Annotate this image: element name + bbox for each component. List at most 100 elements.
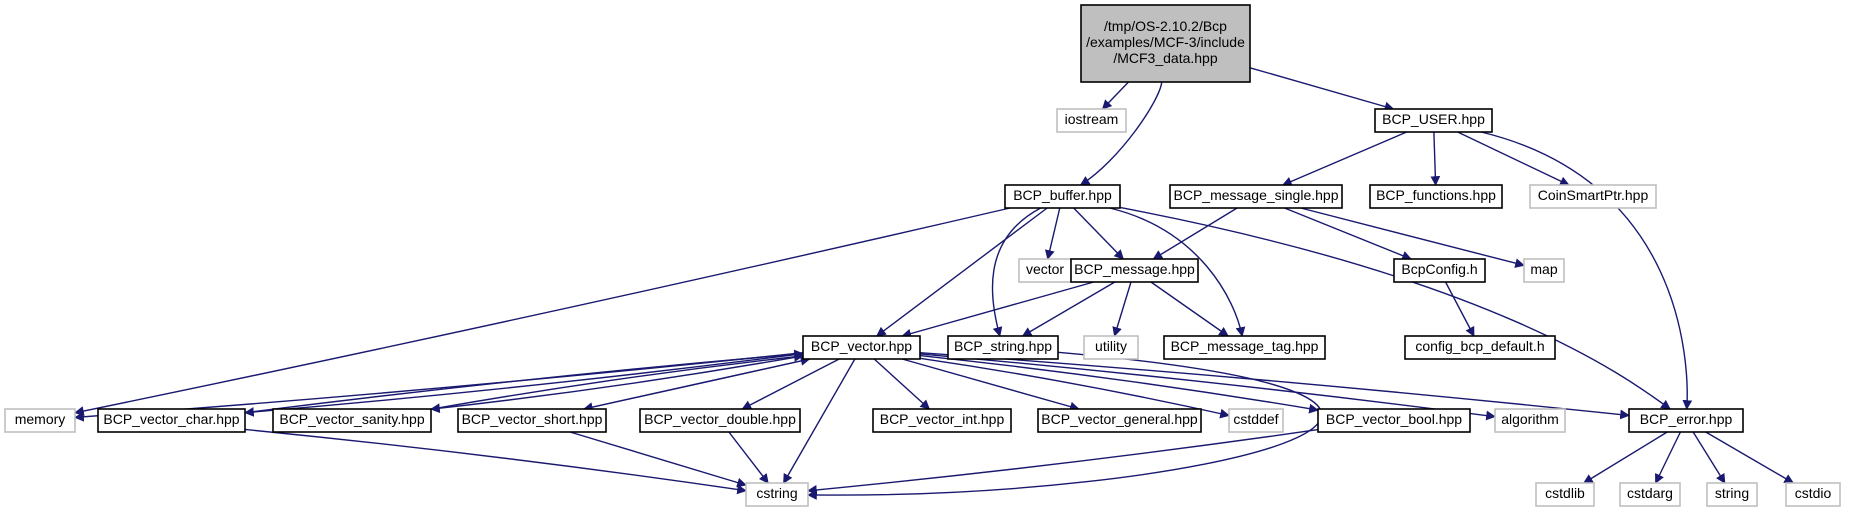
node-bcpconfig[interactable]: BcpConfig.h	[1393, 258, 1486, 283]
node-box-iostream	[1056, 108, 1127, 133]
edge-vector-to-v_sanity	[430, 355, 804, 414]
node-vector[interactable]: BCP_vector.hpp	[802, 335, 921, 360]
edge-vector-to-algorithm	[919, 353, 1496, 421]
edge-vector-to-cstddef	[919, 357, 1230, 419]
node-message[interactable]: BCP_message.hpp	[1070, 258, 1199, 283]
edge-buffer-to-message	[1073, 207, 1124, 260]
node-label-v_double: BCP_vector_double.hpp	[644, 411, 796, 427]
node-box-map	[1523, 258, 1565, 283]
node-map[interactable]: map	[1523, 258, 1565, 283]
edge-error-to-cstdio	[1705, 431, 1795, 484]
node-config_def[interactable]: config_bcp_default.h	[1404, 335, 1556, 360]
edge-root-to-iostream	[1101, 81, 1130, 110]
node-box-cstddef	[1228, 408, 1284, 433]
node-label-message: BCP_message.hpp	[1074, 261, 1195, 277]
node-v_double[interactable]: BCP_vector_double.hpp	[639, 408, 801, 433]
nodes-layer: /tmp/OS-2.10.2/Bcp/examples/MCF-3/includ…	[4, 4, 1841, 507]
node-v_sanity[interactable]: BCP_vector_sanity.hpp	[272, 408, 432, 433]
node-label-user: BCP_USER.hpp	[1382, 111, 1485, 127]
node-box-algorithm	[1494, 408, 1566, 433]
node-msg_tag[interactable]: BCP_message_tag.hpp	[1163, 335, 1326, 360]
node-box-coinsmart	[1529, 184, 1657, 209]
edge-v_sanity-to-vector	[430, 351, 804, 410]
node-label-v_int: BCP_vector_int.hpp	[880, 411, 1005, 427]
edge-vector-to-v_char	[244, 352, 804, 417]
node-box-v_short	[457, 408, 607, 433]
node-cstdlib[interactable]: cstdlib	[1535, 482, 1595, 507]
node-label-cstring: cstring	[756, 485, 797, 501]
node-v_bool[interactable]: BCP_vector_bool.hpp	[1317, 408, 1471, 433]
node-iostream[interactable]: iostream	[1056, 108, 1127, 133]
node-label-memory: memory	[15, 411, 66, 427]
node-box-v_char	[97, 408, 246, 433]
node-cstdarg[interactable]: cstdarg	[1619, 482, 1681, 507]
node-label-v_char: BCP_vector_char.hpp	[103, 411, 239, 427]
node-vector_sys[interactable]: vector	[1018, 258, 1072, 283]
node-v_int[interactable]: BCP_vector_int.hpp	[872, 408, 1012, 433]
edge-vector-to-v_int	[873, 358, 931, 410]
edge-user-to-msg_single	[1281, 131, 1407, 187]
node-label-vector: BCP_vector.hpp	[811, 338, 912, 354]
node-label-algorithm: algorithm	[1501, 411, 1559, 427]
edge-error-to-string_sys	[1692, 431, 1726, 484]
node-utility[interactable]: utility	[1083, 335, 1139, 360]
node-label-v_general: BCP_vector_general.hpp	[1041, 411, 1198, 427]
node-label-utility: utility	[1095, 338, 1127, 354]
edge-msg_single-to-map	[1300, 207, 1525, 268]
node-v_general[interactable]: BCP_vector_general.hpp	[1037, 408, 1202, 433]
node-box-vector	[802, 335, 921, 360]
node-cstddef[interactable]: cstddef	[1228, 408, 1284, 433]
node-box-bcpconfig	[1393, 258, 1486, 283]
edge-buffer-to-string_h	[991, 207, 1042, 337]
node-v_char[interactable]: BCP_vector_char.hpp	[97, 408, 246, 433]
edge-v_short-to-cstring	[569, 431, 747, 488]
node-box-cstdarg	[1619, 482, 1681, 507]
edge-user-to-functions	[1430, 131, 1441, 186]
node-label-root-line-2: /MCF3_data.hpp	[1113, 50, 1217, 66]
edge-message-to-vector	[901, 281, 1094, 339]
node-functions[interactable]: BCP_functions.hpp	[1369, 184, 1503, 209]
edge-bcpconfig-to-config_def	[1444, 281, 1475, 337]
node-box-root	[1080, 4, 1251, 83]
node-box-v_double	[639, 408, 801, 433]
edge-message-to-msg_tag	[1150, 281, 1229, 337]
node-box-functions	[1369, 184, 1503, 209]
node-label-cstdarg: cstdarg	[1627, 485, 1673, 501]
node-cstring[interactable]: cstring	[745, 482, 809, 507]
node-label-v_bool: BCP_vector_bool.hpp	[1326, 411, 1462, 427]
edge-buffer-to-memory	[74, 207, 1011, 416]
node-coinsmart[interactable]: CoinSmartPtr.hpp	[1529, 184, 1657, 209]
edge-vector-to-cstring	[783, 358, 856, 484]
node-label-functions: BCP_functions.hpp	[1376, 187, 1496, 203]
node-string_sys[interactable]: string	[1706, 482, 1758, 507]
node-label-msg_tag: BCP_message_tag.hpp	[1171, 338, 1319, 354]
node-algorithm[interactable]: algorithm	[1494, 408, 1566, 433]
node-label-v_sanity: BCP_vector_sanity.hpp	[279, 411, 424, 427]
node-label-error: BCP_error.hpp	[1640, 411, 1733, 427]
node-label-v_short: BCP_vector_short.hpp	[462, 411, 603, 427]
node-msg_single[interactable]: BCP_message_single.hpp	[1169, 184, 1343, 209]
node-box-msg_single	[1169, 184, 1343, 209]
edge-buffer-to-msg_tag	[1109, 207, 1246, 337]
node-error[interactable]: BCP_error.hpp	[1628, 408, 1744, 433]
edge-msg_single-to-bcpconfig	[1284, 207, 1412, 261]
node-label-string_h: BCP_string.hpp	[954, 338, 1052, 354]
node-cstdio[interactable]: cstdio	[1785, 482, 1841, 507]
node-v_short[interactable]: BCP_vector_short.hpp	[457, 408, 607, 433]
node-memory[interactable]: memory	[4, 408, 76, 433]
node-box-error	[1628, 408, 1744, 433]
node-label-cstddef: cstddef	[1233, 411, 1278, 427]
edge-string_h-to-cstring	[807, 351, 1323, 500]
node-string_h[interactable]: BCP_string.hpp	[947, 335, 1059, 360]
node-buffer[interactable]: BCP_buffer.hpp	[1004, 184, 1121, 209]
node-root[interactable]: /tmp/OS-2.10.2/Bcp/examples/MCF-3/includ…	[1080, 4, 1251, 83]
node-label-buffer: BCP_buffer.hpp	[1013, 187, 1112, 203]
edge-vector-to-v_bool	[919, 354, 1319, 414]
node-label-string_sys: string	[1715, 485, 1749, 501]
node-box-cstdio	[1785, 482, 1841, 507]
edge-buffer-to-error	[1119, 206, 1671, 410]
edge-error-to-cstdarg	[1654, 431, 1682, 484]
node-box-cstdlib	[1535, 482, 1595, 507]
node-label-root-line-0: /tmp/OS-2.10.2/Bcp	[1104, 18, 1227, 34]
node-user[interactable]: BCP_USER.hpp	[1374, 108, 1493, 133]
